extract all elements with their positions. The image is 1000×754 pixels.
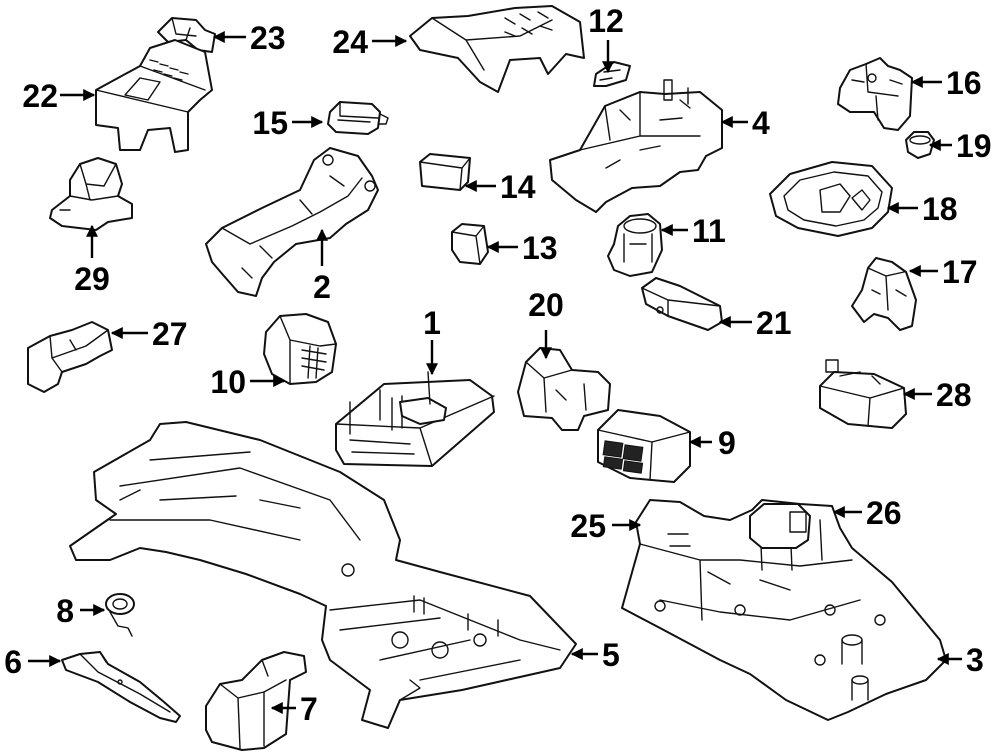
callout-6[interactable]: 6 (4, 644, 22, 680)
callout-8[interactable]: 8 (56, 593, 74, 629)
callout-2[interactable]: 2 (313, 269, 331, 305)
part-6-rail[interactable] (61, 651, 181, 723)
part-4-valve-housing[interactable] (549, 79, 723, 213)
part-28-block[interactable] (819, 359, 907, 429)
callout-1[interactable]: 1 (423, 305, 441, 341)
callout-3[interactable]: 3 (966, 642, 984, 678)
callout-17[interactable]: 17 (942, 254, 978, 290)
part-20-bracket[interactable] (517, 347, 611, 431)
part-16-bracket[interactable] (837, 57, 913, 131)
part-3-valve-body[interactable] (621, 499, 947, 721)
callout-26[interactable]: 26 (866, 495, 902, 531)
part-7-bracket[interactable] (205, 651, 307, 751)
callout-labels: 1 2 3 4 5 6 7 8 9 10 11 12 13 14 15 16 1… (4, 3, 991, 727)
callout-23[interactable]: 23 (250, 20, 286, 56)
callout-27[interactable]: 27 (152, 316, 188, 352)
part-10-actuator[interactable] (263, 313, 337, 385)
part-21-sensor-bar[interactable] (641, 277, 723, 331)
callout-29[interactable]: 29 (74, 261, 110, 297)
part-8-sensor[interactable] (105, 593, 135, 637)
callout-19[interactable]: 19 (956, 128, 992, 164)
part-13-relay[interactable] (451, 223, 489, 265)
part-19-plug[interactable] (905, 131, 935, 159)
callout-24[interactable]: 24 (332, 24, 368, 60)
callout-7[interactable]: 7 (300, 691, 318, 727)
callout-10[interactable]: 10 (210, 364, 246, 400)
part-5-valve-body-plate[interactable] (69, 421, 577, 729)
part-29-mount-bracket[interactable] (49, 157, 133, 231)
callout-25[interactable]: 25 (570, 508, 606, 544)
part-12-sensor[interactable] (593, 61, 631, 87)
part-2-shift-bracket[interactable] (205, 147, 379, 297)
part-27-bracket[interactable] (27, 321, 113, 393)
part-1-control-module[interactable] (335, 371, 495, 467)
part-14-block[interactable] (419, 153, 471, 191)
callout-22[interactable]: 22 (22, 78, 58, 114)
part-15-connector[interactable] (327, 101, 389, 135)
leader-lines (28, 31, 962, 714)
part-22-cover-housing[interactable] (95, 39, 213, 153)
callout-20[interactable]: 20 (528, 287, 564, 323)
callout-9[interactable]: 9 (718, 425, 736, 461)
part-11-solenoid[interactable] (607, 213, 663, 277)
callout-15[interactable]: 15 (252, 105, 288, 141)
callout-16[interactable]: 16 (946, 65, 982, 101)
callout-13[interactable]: 13 (522, 230, 558, 266)
callout-5[interactable]: 5 (602, 637, 620, 673)
callout-28[interactable]: 28 (936, 377, 972, 413)
callout-14[interactable]: 14 (500, 169, 536, 205)
callout-4[interactable]: 4 (752, 105, 770, 141)
part-18-gasket[interactable] (769, 161, 893, 237)
part-24-upper-cover[interactable] (409, 5, 585, 93)
part-9-module[interactable] (597, 409, 691, 483)
part-17-bracket[interactable] (851, 257, 917, 331)
callout-12[interactable]: 12 (588, 3, 624, 39)
callout-18[interactable]: 18 (922, 191, 958, 227)
callout-11[interactable]: 11 (692, 213, 726, 249)
callout-21[interactable]: 21 (756, 305, 792, 341)
